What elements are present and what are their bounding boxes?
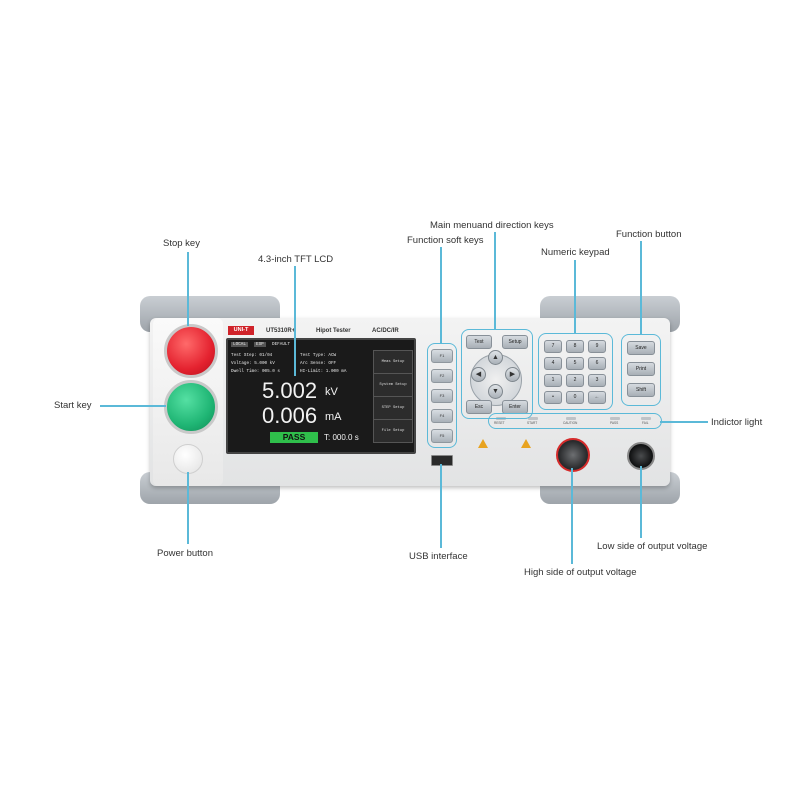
pass-led bbox=[610, 417, 620, 420]
lcd-arc-sense: Arc Sense: OFF bbox=[300, 361, 337, 366]
stop-key-callout: Stop key bbox=[163, 238, 200, 249]
setup-key[interactable]: Setup bbox=[502, 335, 528, 349]
key-9[interactable]: 9 bbox=[588, 340, 606, 353]
key-4[interactable]: 4 bbox=[544, 357, 562, 370]
key-8[interactable]: 8 bbox=[566, 340, 584, 353]
function-keys-outline bbox=[621, 334, 661, 406]
stop-key-leader bbox=[187, 252, 189, 326]
high-voltage-warning-icon bbox=[478, 439, 488, 448]
key-decimal[interactable]: • bbox=[544, 391, 562, 404]
main-keys-outline bbox=[461, 329, 533, 419]
key-6[interactable]: 6 bbox=[588, 357, 606, 370]
caution-indicator-label: CAUTION bbox=[563, 421, 578, 425]
low-voltage-output-terminal[interactable] bbox=[627, 442, 655, 470]
stop-key[interactable] bbox=[164, 324, 218, 378]
ma-unit: mA bbox=[325, 411, 342, 423]
key-1[interactable]: 1 bbox=[544, 374, 562, 387]
key-7[interactable]: 7 bbox=[544, 340, 562, 353]
soft-key-1[interactable]: F1 bbox=[431, 349, 453, 363]
high-side-leader bbox=[571, 468, 573, 564]
pass-status: PASS bbox=[270, 432, 318, 443]
main-keys-leader bbox=[494, 232, 496, 329]
lcd-test-step: Test Step: 01/04 bbox=[231, 353, 273, 358]
usb-callout: USB interface bbox=[409, 551, 468, 562]
tft-lcd-screen: LOCAL ESP DEFAULT Test Step: 01/04 Test … bbox=[226, 338, 416, 454]
soft-key-5[interactable]: F5 bbox=[431, 429, 453, 443]
test-key[interactable]: Test bbox=[466, 335, 492, 349]
lcd-test-type: Test Type: ACW bbox=[300, 353, 337, 358]
caution-led bbox=[566, 417, 576, 420]
key-0[interactable]: 0 bbox=[566, 391, 584, 404]
print-button[interactable]: Print bbox=[627, 362, 655, 376]
power-button-callout: Power button bbox=[157, 548, 213, 559]
start-key-leader bbox=[100, 405, 166, 407]
lcd-tab-default: DEFAULT bbox=[272, 342, 291, 347]
up-arrow-key[interactable]: ▲ bbox=[488, 350, 503, 365]
mode-label: AC/DC/IR bbox=[372, 328, 399, 334]
shift-button[interactable]: Shift bbox=[627, 383, 655, 397]
function-button-callout: Function button bbox=[616, 229, 682, 240]
indicator-leader bbox=[660, 421, 708, 423]
key-3[interactable]: 3 bbox=[588, 374, 606, 387]
brand-logo: UNI-T bbox=[228, 326, 254, 335]
lcd-leader bbox=[294, 266, 296, 376]
high-voltage-output-terminal[interactable] bbox=[556, 438, 590, 472]
start-key-callout: Start key bbox=[54, 400, 92, 411]
key-5[interactable]: 5 bbox=[566, 357, 584, 370]
function-button-leader bbox=[640, 241, 642, 334]
lcd-dwell-time: Dwell Time: 005.0 s bbox=[231, 369, 280, 374]
menu-step-setup: STEP Setup bbox=[373, 396, 413, 420]
start-key[interactable] bbox=[164, 380, 218, 434]
kv-reading: 5.002 bbox=[262, 378, 318, 403]
indicator-callout: Indictor light bbox=[711, 417, 763, 428]
soft-keys-outline bbox=[427, 343, 457, 448]
keypad-callout: Numeric keypad bbox=[541, 247, 610, 258]
start-led bbox=[528, 417, 538, 420]
pass-indicator-label: PASS bbox=[610, 421, 619, 425]
usb-port[interactable] bbox=[431, 455, 453, 466]
lcd-tab-local: LOCAL bbox=[231, 342, 248, 347]
lcd-callout: 4.3-inch TFT LCD bbox=[258, 254, 334, 265]
model-label: UT5310R+ bbox=[266, 328, 296, 334]
soft-key-4[interactable]: F4 bbox=[431, 409, 453, 423]
soft-key-2[interactable]: F2 bbox=[431, 369, 453, 383]
fail-indicator-label: FAIL bbox=[642, 421, 649, 425]
save-button[interactable]: Save bbox=[627, 341, 655, 355]
keypad-outline bbox=[538, 333, 613, 410]
menu-file-setup: File Setup bbox=[373, 419, 413, 443]
key-2[interactable]: 2 bbox=[566, 374, 584, 387]
high-voltage-warning-icon-2 bbox=[521, 439, 531, 448]
main-keys-callout: Main menuand direction keys bbox=[430, 220, 554, 231]
high-side-callout: High side of output voltage bbox=[524, 567, 637, 578]
timer-readout: T: 000.0 s bbox=[324, 433, 359, 442]
product-subtitle: Hipot Tester bbox=[316, 328, 351, 334]
power-button[interactable] bbox=[173, 444, 203, 474]
soft-keys-leader bbox=[440, 247, 442, 343]
right-arrow-key[interactable]: ▶ bbox=[505, 367, 520, 382]
left-arrow-key[interactable]: ◀ bbox=[471, 367, 486, 382]
lcd-voltage: Voltage: 5.000 kV bbox=[231, 361, 275, 366]
fail-led bbox=[641, 417, 651, 420]
keypad-leader bbox=[574, 260, 576, 333]
indicator-outline bbox=[488, 413, 662, 429]
lcd-hi-limit: HI-Limit: 1.000 mA bbox=[300, 369, 347, 374]
power-button-leader bbox=[187, 472, 189, 544]
soft-keys-callout: Function soft keys bbox=[407, 235, 484, 246]
menu-meas-setup: Meas Setup bbox=[373, 350, 413, 374]
low-side-leader bbox=[640, 466, 642, 538]
soft-key-3[interactable]: F3 bbox=[431, 389, 453, 403]
reset-indicator-label: RESET bbox=[494, 421, 505, 425]
kv-unit: kV bbox=[325, 386, 338, 398]
key-backspace[interactable]: ← bbox=[588, 391, 606, 404]
usb-leader bbox=[440, 464, 442, 548]
low-side-callout: Low side of output voltage bbox=[597, 541, 708, 552]
ma-reading: 0.006 bbox=[262, 403, 318, 428]
lcd-tab-esp: ESP bbox=[254, 342, 266, 347]
down-arrow-key[interactable]: ▼ bbox=[488, 384, 503, 399]
esc-key[interactable]: Esc bbox=[466, 400, 492, 414]
menu-system-setup: System Setup bbox=[373, 373, 413, 397]
start-indicator-label: START bbox=[527, 421, 538, 425]
